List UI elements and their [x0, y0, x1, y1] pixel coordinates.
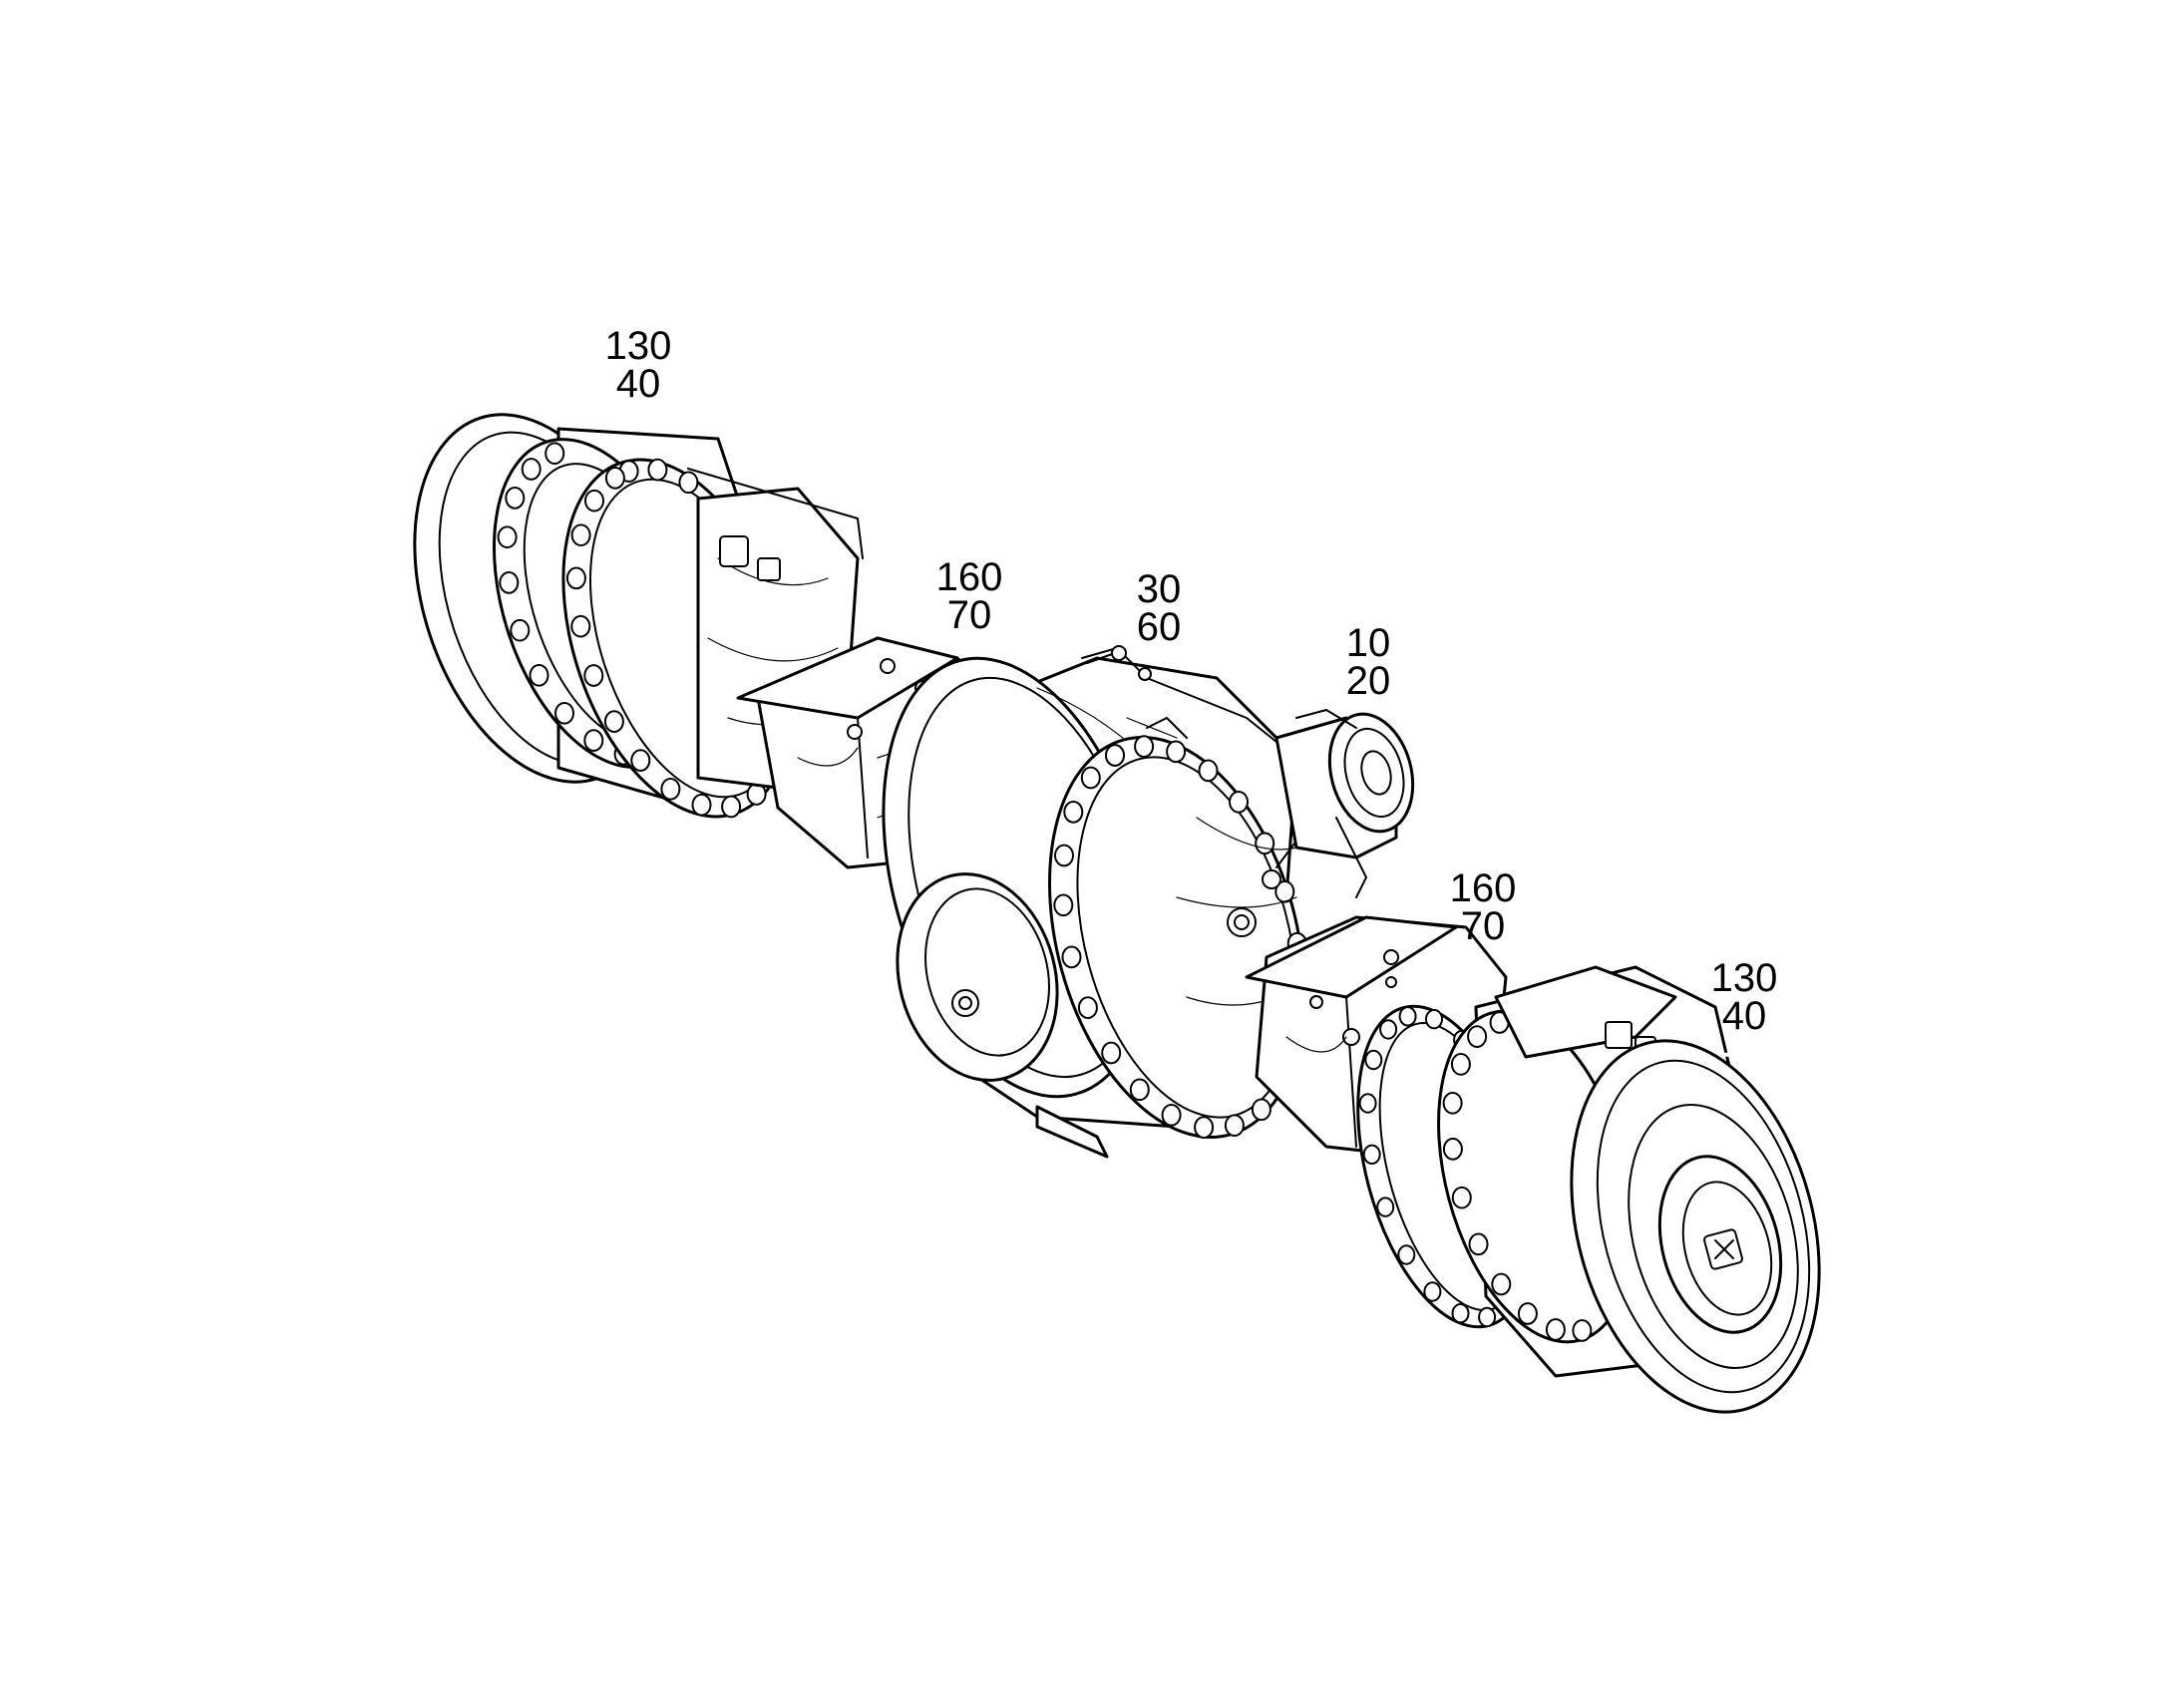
callout-left-axle-tube-line2: 70 — [946, 593, 992, 637]
right-drum-bolts — [1442, 1011, 1593, 1342]
bolt-head — [583, 729, 604, 752]
bolt-head — [584, 489, 604, 512]
bolt-head — [1362, 1144, 1381, 1166]
callout-input-flange: 10 20 — [1313, 621, 1423, 703]
bolt-head — [1397, 1244, 1416, 1265]
bolt-head — [565, 566, 586, 590]
bolt-head — [1358, 1093, 1377, 1114]
bolt-head — [1061, 945, 1082, 969]
bolt-head — [1491, 1272, 1512, 1296]
bolt-head — [1467, 1025, 1488, 1048]
bolt-head — [497, 525, 518, 549]
callout-center-housing: 30 60 — [1104, 567, 1214, 649]
bolt-head — [1517, 1302, 1538, 1325]
bolt-head — [1251, 1098, 1272, 1122]
bolt-head — [1442, 1138, 1463, 1161]
callout-left-hub-line1: 130 — [604, 324, 672, 368]
bolt-head — [678, 471, 699, 495]
callout-left-axle-tube-line1: 160 — [935, 555, 1003, 599]
bolt-head — [647, 458, 668, 482]
bolt-head — [1442, 1091, 1463, 1115]
bolt-head — [1545, 1318, 1566, 1341]
bolt-head — [604, 467, 625, 490]
callout-input-flange-line1: 10 — [1345, 621, 1391, 665]
bolt-head — [1224, 1114, 1245, 1138]
bolt-head — [660, 777, 681, 801]
bolt-head — [1425, 1008, 1443, 1030]
bolt-head — [570, 614, 591, 638]
bolt-head — [1423, 1281, 1442, 1302]
callout-input-flange-line2: 20 — [1345, 659, 1391, 703]
bolt-head — [1077, 996, 1098, 1019]
bolt-head — [1134, 735, 1155, 758]
bolt-head — [691, 793, 712, 817]
callout-center-housing-line1: 30 — [1136, 567, 1182, 611]
bolt-head — [1229, 790, 1249, 814]
callout-center-housing-line2: 60 — [1136, 605, 1182, 649]
callout-right-hub: 130 40 — [1689, 956, 1799, 1038]
bolt-head — [499, 571, 520, 594]
callout-right-hub-line1: 130 — [1710, 956, 1778, 1000]
bolt-head — [1255, 832, 1275, 855]
bolt-head — [521, 458, 542, 481]
bolt-head — [1166, 740, 1187, 764]
right-wheel-hub — [1356, 965, 1851, 1414]
bolt-head — [630, 749, 651, 772]
callout-right-axle-tube-line2: 70 — [1460, 904, 1506, 948]
bolt-head — [1101, 1041, 1122, 1065]
bolt-head — [1105, 744, 1125, 767]
callout-right-hub-line2: 40 — [1721, 994, 1767, 1038]
callout-right-axle-tube: 160 70 — [1428, 866, 1538, 948]
bolt-head — [1053, 893, 1074, 917]
bolt-head — [505, 487, 526, 510]
bolt-head — [570, 523, 591, 547]
bolt-head — [1468, 1232, 1489, 1256]
bolt-head — [1198, 759, 1219, 783]
bolt-head — [1376, 1196, 1395, 1217]
bolt-head — [721, 795, 742, 819]
bolt-head — [1161, 1103, 1182, 1127]
bolt-head — [1129, 1078, 1150, 1102]
bolt-head — [1572, 1319, 1593, 1342]
bolt-head — [554, 701, 574, 725]
bolt-head — [1063, 801, 1084, 824]
left-wheel-hub — [376, 413, 864, 819]
bolt-head — [1364, 1049, 1383, 1071]
bolt-head — [1451, 1303, 1470, 1324]
callout-left-hub-line2: 40 — [615, 362, 661, 406]
input-pinion-flange — [1274, 709, 1415, 898]
bolt-head — [1451, 1186, 1472, 1209]
bolt-head — [529, 663, 549, 687]
bolt-head — [510, 618, 531, 642]
center-differential-housing — [882, 645, 1327, 1159]
bolt-head — [1054, 844, 1074, 867]
bolt-head — [1398, 1006, 1417, 1027]
bolt-head — [545, 442, 565, 466]
bolt-head — [583, 664, 604, 687]
bolt-head — [1379, 1019, 1398, 1040]
callout-right-axle-tube-line1: 160 — [1449, 866, 1517, 910]
bolt-head — [603, 710, 624, 733]
bolt-head — [1450, 1053, 1471, 1076]
callout-left-hub: 130 40 — [583, 324, 693, 406]
bolt-head — [1478, 1306, 1497, 1328]
callout-left-axle-tube: 160 70 — [914, 555, 1024, 637]
center-flange-bolts — [1053, 735, 1311, 1139]
bolt-head — [1194, 1116, 1215, 1139]
bolt-head — [1080, 766, 1101, 790]
